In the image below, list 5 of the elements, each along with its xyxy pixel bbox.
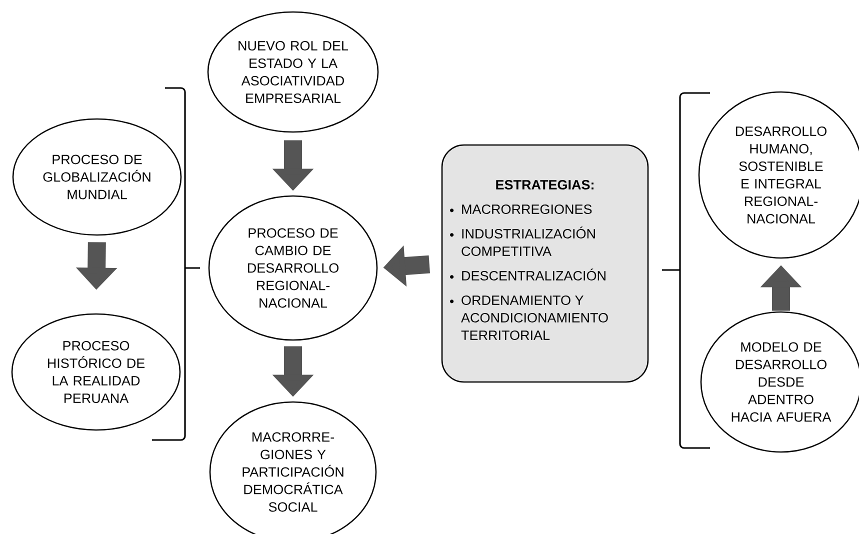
ellipse-node: PROCESO HISTÓRICO DE LA REALIDAD PERUANA [11, 313, 181, 431]
ellipse-node: PROCESO DE CAMBIO DE DESARROLLO REGIONAL- NACIONAL [208, 195, 378, 341]
ellipse-node: NUEVO ROL DEL ESTADO Y LA ASOCIATIVIDAD EMPRESARIAL [207, 11, 379, 133]
strategy-box: ESTRATEGIAS: MACRORREGIONES INDUSTRIALIZACIÓN COMPETITIVA DESCENTRALIZACIÓN ORDENAMIENTO Y ACONDICIONAMIENTO TERRITORIAL [441, 144, 649, 383]
ellipse-node: PROCESO DE GLOBALIZACIÓN MUNDIAL [12, 118, 182, 236]
